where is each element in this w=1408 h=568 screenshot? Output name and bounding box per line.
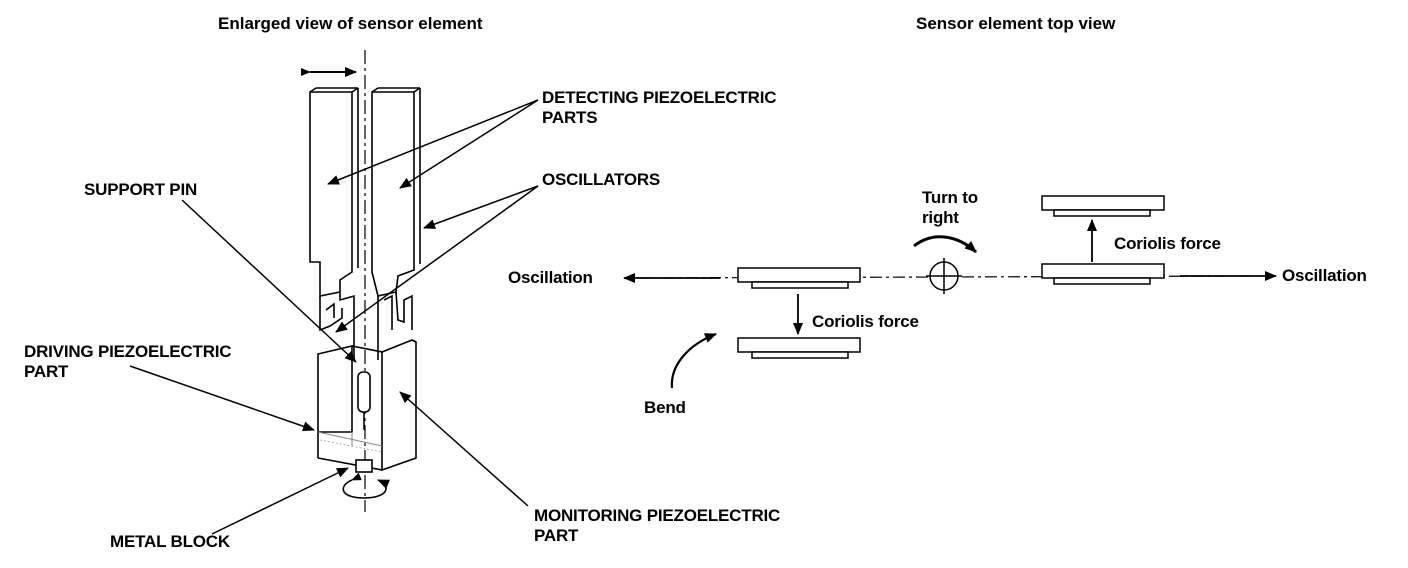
label-coriolis-left: Coriolis force [812, 312, 919, 331]
label-coriolis-right: Coriolis force [1114, 234, 1221, 253]
label-driving-1: DRIVING PIEZOELECTRIC [24, 342, 232, 361]
label-bend: Bend [644, 398, 686, 417]
support-pin-shape [357, 371, 371, 413]
label-oscillation-left: Oscillation [508, 268, 593, 287]
label-oscillators: OSCILLATORS [542, 170, 661, 189]
plate-left-center [737, 267, 861, 283]
left-detecting-prong [309, 91, 353, 297]
bend-arrow [670, 332, 717, 389]
label-detecting-2: PARTS [542, 108, 598, 127]
label-turn-2: right [922, 208, 959, 227]
plate-right-center [1041, 263, 1165, 279]
label-metal-block: METAL BLOCK [110, 532, 230, 551]
label-detecting-1: DETECTING PIEZOELECTRIC [542, 88, 777, 107]
label-support-pin: SUPPORT PIN [84, 180, 198, 199]
label-monitoring-1: MONITORING PIEZOELECTRIC [534, 506, 781, 525]
driving-block-face [317, 344, 353, 433]
label-monitoring-2: PART [534, 526, 579, 545]
metal-block-shape [355, 459, 373, 473]
label-oscillation-right: Oscillation [1282, 266, 1367, 285]
rotation-arrow [342, 472, 391, 499]
top-view-drawing [623, 195, 1277, 389]
sensor-element-drawing [301, 50, 421, 512]
turn-arrow [913, 235, 978, 254]
leader-lines-left [129, 99, 539, 535]
label-driving-2: PART [24, 362, 69, 381]
monitoring-block-face [381, 339, 417, 472]
plate-left-bent [737, 337, 861, 353]
plate-right-bent [1041, 195, 1165, 211]
title-enlarged-view: Enlarged view of sensor element [218, 14, 483, 33]
label-turn-1: Turn to [922, 188, 978, 207]
right-detecting-prong [371, 91, 415, 297]
title-top-view: Sensor element top view [916, 14, 1116, 33]
